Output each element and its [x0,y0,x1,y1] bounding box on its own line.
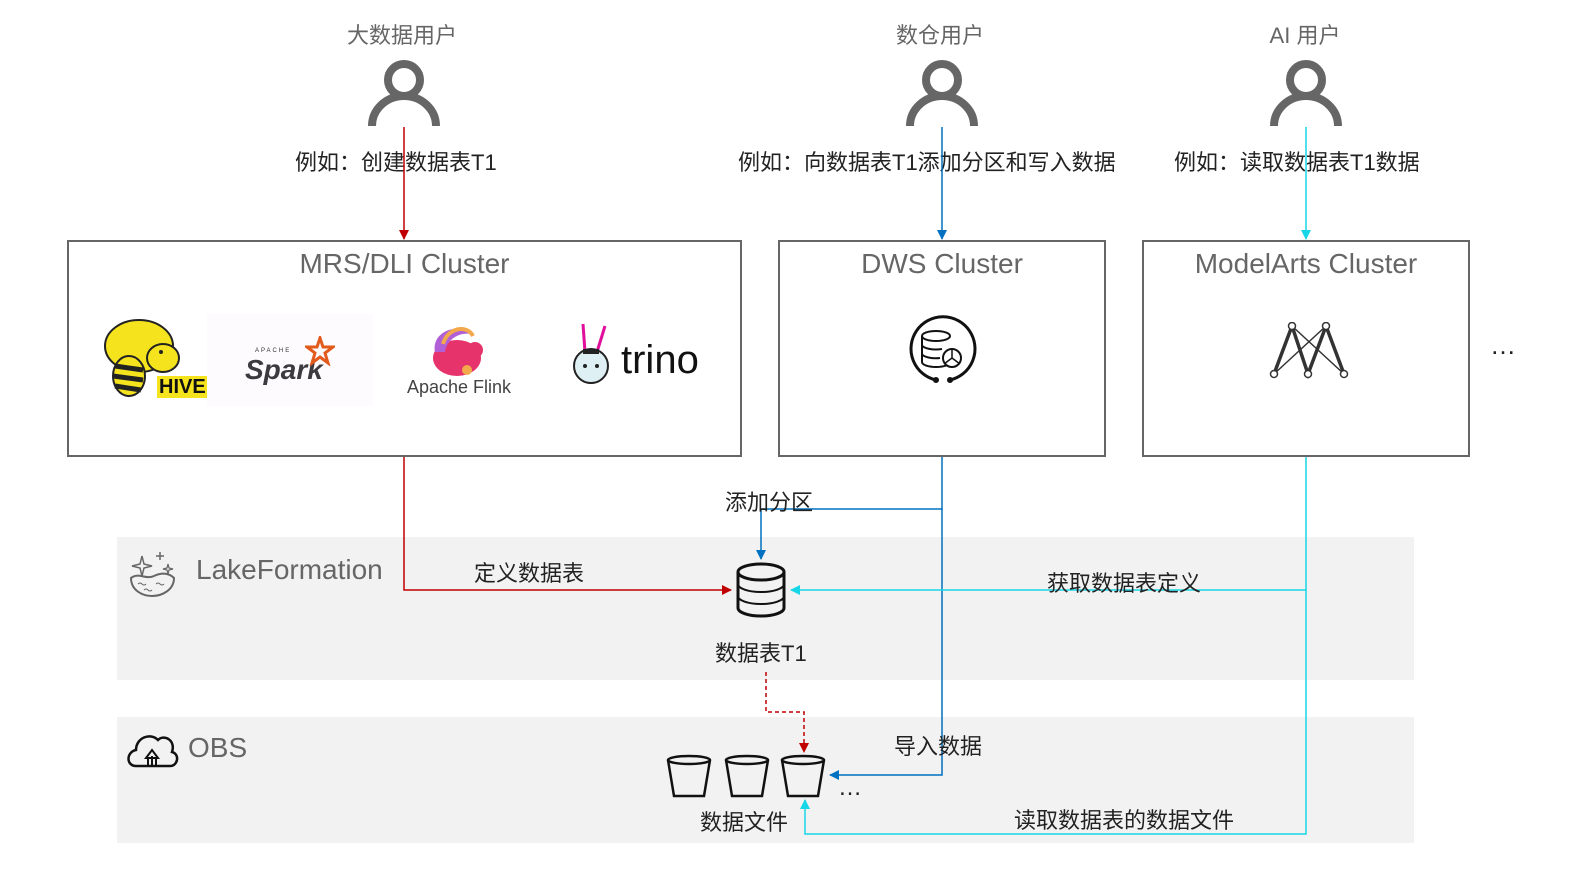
arrow-table-to-files [765,672,809,753]
flink-logo-icon [433,327,483,376]
cluster-mrs-dli: MRS/DLI Cluster HIVE APACHE Spark Apache… [67,240,742,457]
spark-logo: APACHE Spark [207,314,373,406]
cluster-title: MRS/DLI Cluster [299,248,510,279]
lakeformation-band [117,537,1414,680]
edge-label-get-table-def: 获取数据表定义 [1047,571,1202,596]
trino-logo-icon [573,323,609,384]
obs-label: OBS [188,732,248,763]
more-files-ellipsis: … [838,774,862,801]
hive-logo-text: HIVE [157,376,208,398]
table-t1-label: 数据表T1 [715,641,807,666]
cluster-title: ModelArts Cluster [1194,248,1418,279]
data-file-bucket-icon [724,754,770,798]
user-label-ai: AI 用户 [1269,23,1341,48]
trino-logo-text: trino [621,338,699,382]
data-file-bucket-icon [780,754,826,798]
spark-logo-text: Spark [245,354,323,385]
spark-logo-super: APACHE [255,348,292,354]
database-table-icon [736,562,786,618]
lakeformation-icon [129,552,176,598]
flink-logo-text: Apache Flink [407,377,512,397]
hive-logo-icon [104,319,180,397]
user-icon [368,60,440,127]
user-label-dw: 数仓用户 [895,23,984,48]
edge-label-import-data: 导入数据 [894,734,983,759]
cluster-dws: DWS Cluster [778,240,1106,457]
data-files-label: 数据文件 [700,810,789,835]
data-file-bucket-icon [666,754,712,798]
user-icon [1270,60,1342,127]
cloud-upload-icon [127,735,179,768]
edge-label-read-data-files: 读取数据表的数据文件 [1014,808,1235,833]
edge-label-add-partition: 添加分区 [725,490,814,515]
example-ai: 例如：读取数据表T1数据 [1174,150,1420,175]
edge-label-define-table: 定义数据表 [474,561,585,586]
data-warehouse-icon [909,315,977,383]
arrow-define-table [403,457,732,595]
arrow-add-partition [756,457,943,560]
user-label-bigdata: 大数据用户 [346,23,457,48]
cluster-modelarts: ModelArts Cluster [1142,240,1470,457]
modelarts-icon [1269,322,1349,380]
example-dw: 例如：向数据表T1添加分区和写入数据 [738,150,1116,175]
arrow-read-data-files [800,590,1307,835]
user-icon [906,60,978,127]
spark-star-icon [305,336,335,366]
arrow-import-data [829,509,943,780]
lakeformation-label: LakeFormation [196,554,383,585]
example-bigdata: 例如：创建数据表T1 [295,150,497,175]
more-clusters-ellipsis: … [1490,330,1516,360]
cluster-title: DWS Cluster [861,248,1023,279]
